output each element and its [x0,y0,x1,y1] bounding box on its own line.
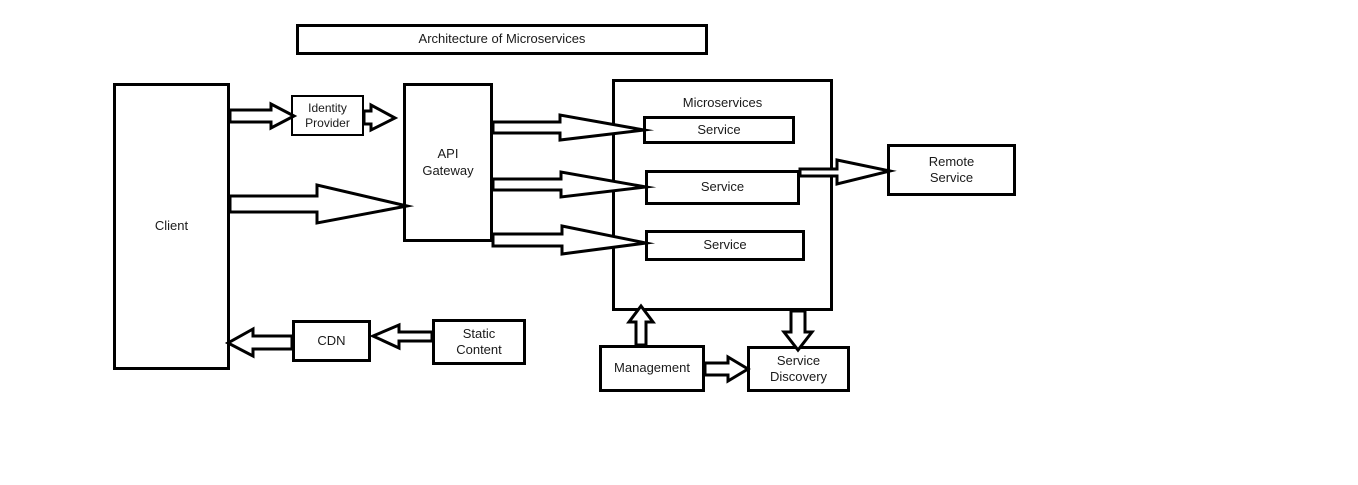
arrow-management-to-service-discovery [703,354,751,384]
arrow-static-content-to-cdn [369,322,434,351]
arrow-cdn-to-client [224,326,294,359]
node-remote-service-label: Remote Service [928,153,975,185]
node-service-discovery-label: Service Discovery [769,352,828,384]
node-static-content: Static Content [432,319,526,365]
node-service-discovery: Service Discovery [747,346,850,392]
node-identity-provider: Identity Provider [291,95,364,136]
node-client-label: Client [154,218,189,234]
node-service-2: Service [645,170,800,205]
node-service-3: Service [645,230,805,261]
node-remote-service: Remote Service [887,144,1016,196]
arrow-client-to-api-gateway [228,183,415,225]
node-management: Management [599,345,705,392]
node-api-gateway-label: API Gateway [422,146,474,178]
diagram-title-box: Architecture of Microservices [296,24,708,55]
node-service-1-label: Service [697,121,741,137]
node-client: Client [113,83,230,370]
arrow-client-to-identity-provider [228,101,298,131]
arrow-management-to-microservices [626,303,656,347]
node-api-gateway: API Gateway [403,83,493,242]
diagram-title-text: Architecture of Microservices [418,31,586,47]
node-cdn-label: CDN [317,332,346,348]
node-microservices-label: Microservices [682,95,763,110]
arrow-microservices-to-service-discovery [780,309,816,353]
node-service-3-label: Service [703,237,747,253]
node-cdn: CDN [292,320,371,362]
node-management-label: Management [614,360,690,376]
node-static-content-label: Static Content [456,325,502,357]
node-service-2-label: Service [700,179,745,195]
arrow-identity-provider-to-api-gateway [362,102,399,133]
node-service-1: Service [643,116,795,144]
node-identity-provider-label: Identity Provider [305,100,350,130]
